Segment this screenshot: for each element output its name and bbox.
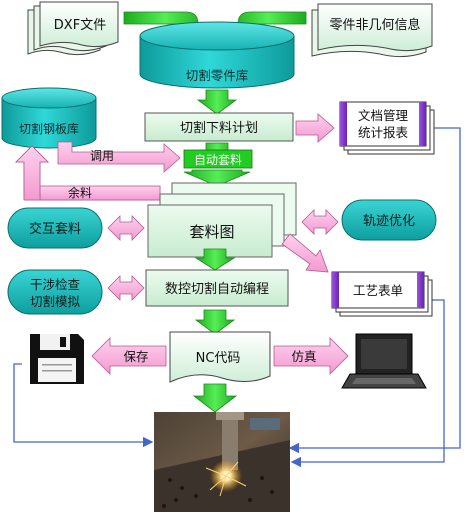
plate-library-label: 切割钢板库 bbox=[19, 121, 79, 136]
cnc-programming-label: 数控切割自动编程 bbox=[165, 281, 269, 297]
interference-line2: 切割模拟 bbox=[30, 294, 81, 309]
path-optimization-label: 轨迹优化 bbox=[363, 214, 415, 229]
arrow-plan-to-report bbox=[295, 113, 335, 143]
arrow-nc-to-machine bbox=[192, 383, 238, 413]
arrow-chart-optimization bbox=[301, 209, 339, 235]
call-arrow: 调用 bbox=[57, 141, 181, 173]
process-sheet-label: 工艺表单 bbox=[353, 283, 403, 298]
nongeometric-info-label: 零件非几何信息 bbox=[329, 17, 420, 33]
path-optimization-node: 轨迹优化 bbox=[341, 199, 437, 241]
cutting-machine-photo bbox=[154, 412, 290, 512]
auto-nesting-node: 自动套料 bbox=[183, 149, 253, 169]
cutting-plan-label: 切割下料计划 bbox=[180, 120, 258, 136]
doc-report-line1: 文档管理 bbox=[358, 108, 409, 123]
nesting-chart-label: 套料图 bbox=[189, 223, 234, 241]
plate-library-cylinder: 切割钢板库 bbox=[1, 87, 97, 149]
laptop-icon bbox=[341, 333, 427, 389]
arrow-cnc-to-nc bbox=[194, 309, 236, 335]
part-library-label: 切割零件库 bbox=[186, 68, 249, 83]
cnc-programming-node: 数控切割自动编程 bbox=[145, 269, 289, 307]
arrow-library-to-plan bbox=[196, 89, 238, 115]
dxf-file-label: DXF文件 bbox=[54, 18, 106, 33]
interference-node: 干涉检查 切割模拟 bbox=[7, 269, 103, 315]
save-arrow: 保存 bbox=[91, 337, 167, 375]
save-label: 保存 bbox=[123, 349, 148, 364]
dxf-file-node: DXF文件 bbox=[27, 1, 119, 56]
arrow-interference-cnc bbox=[107, 275, 145, 301]
interference-line1: 干涉检查 bbox=[30, 277, 81, 292]
process-sheet-node: 工艺表单 bbox=[331, 271, 433, 317]
interactive-nesting-label: 交互套料 bbox=[29, 221, 81, 237]
call-label: 调用 bbox=[90, 149, 114, 163]
simulate-label: 仿真 bbox=[291, 349, 316, 364]
nongeometric-info-node: 零件非几何信息 bbox=[311, 3, 433, 58]
nesting-chart-node: 套料图 bbox=[147, 182, 297, 258]
nc-code-node: NC代码 bbox=[169, 331, 271, 383]
doc-report-node: 文档管理 统计报表 bbox=[339, 101, 435, 155]
remnant-label: 余料 bbox=[68, 185, 92, 200]
nc-code-label: NC代码 bbox=[196, 351, 241, 366]
doc-report-line2: 统计报表 bbox=[358, 125, 409, 140]
arrow-interactive-chart bbox=[107, 215, 145, 241]
arrow-chart-to-sheet bbox=[281, 233, 329, 273]
interactive-nesting-node: 交互套料 bbox=[7, 207, 103, 249]
remnant-arrow: 余料 bbox=[15, 145, 161, 201]
arrow-auto-to-chart bbox=[183, 169, 251, 187]
cutting-plan-node: 切割下料计划 bbox=[144, 112, 294, 142]
part-library-cylinder: 切割零件库 bbox=[139, 21, 295, 89]
auto-nesting-label: 自动套料 bbox=[194, 153, 242, 167]
feedback-lines bbox=[13, 127, 461, 468]
floppy-disk-icon bbox=[30, 334, 84, 384]
simulate-arrow: 仿真 bbox=[273, 337, 349, 375]
arrow-chart-to-cnc bbox=[194, 248, 236, 271]
